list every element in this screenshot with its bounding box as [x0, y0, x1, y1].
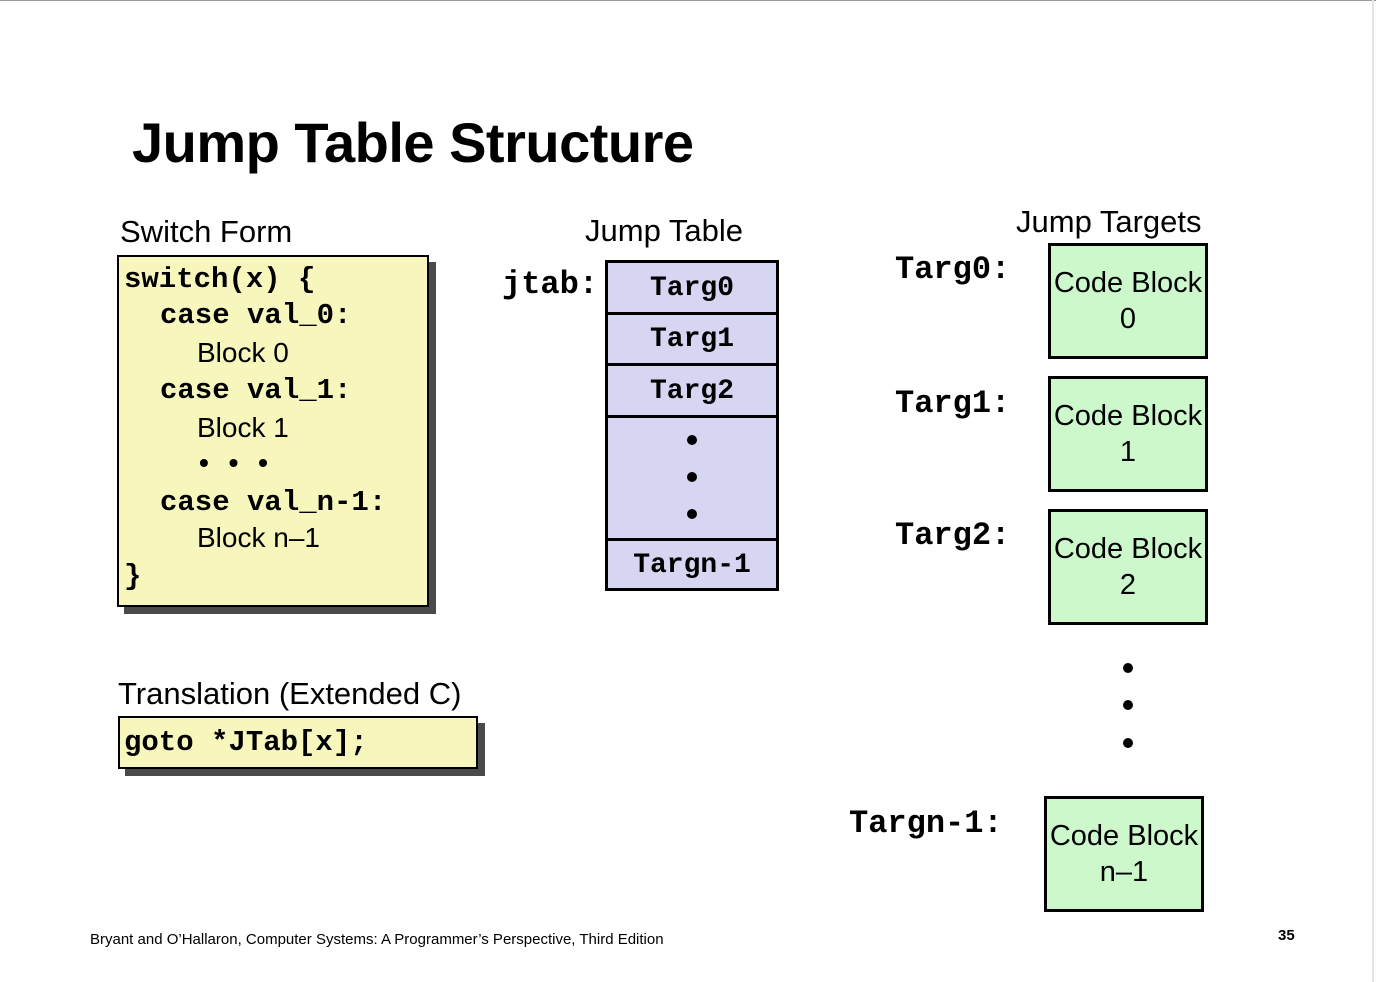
ellipsis-dot — [1123, 700, 1133, 710]
jump-table: Targ0 Targ1 Targ2 Targn-1 — [605, 260, 779, 591]
target-label: Targ2: — [895, 517, 1011, 554]
jump-table-entry: Targ0 — [649, 273, 734, 304]
ellipsis-dot — [687, 435, 697, 445]
code-block-line1: Code Block — [1053, 267, 1203, 299]
switch-line: case val_1: — [160, 374, 352, 407]
code-block: Code Block 0 — [1048, 243, 1208, 359]
code-block-line1: Code Block — [1049, 820, 1199, 852]
target-label: Targ0: — [895, 251, 1011, 288]
code-block-line1: Code Block — [1053, 400, 1203, 432]
jump-table-entry: Targ1 — [649, 324, 734, 355]
jump-targets-heading: Jump Targets — [1016, 204, 1202, 239]
translation-box: goto *JTab[x]; — [118, 716, 478, 769]
code-block: Code Block 1 — [1048, 376, 1208, 492]
switch-line: • • • — [199, 447, 274, 478]
ellipsis-dot — [687, 472, 697, 482]
jtab-label: jtab: — [502, 266, 599, 303]
code-block: Code Block 2 — [1048, 509, 1208, 625]
switch-form-box: switch(x) { case val_0: Block 0 case val… — [117, 255, 429, 607]
ellipsis-dot — [687, 509, 697, 519]
jump-table-divider — [608, 312, 776, 315]
switch-line: switch(x) { — [124, 263, 316, 296]
switch-form-heading: Switch Form — [120, 214, 293, 249]
translation-code: goto *JTab[x]; — [124, 726, 368, 759]
jump-table-divider — [608, 415, 776, 418]
code-block-line2: 1 — [1119, 436, 1137, 468]
code-block-line2: 0 — [1119, 303, 1137, 335]
code-block: Code Block n–1 — [1044, 796, 1204, 912]
top-rule — [0, 0, 1376, 1]
ellipsis-dot — [1123, 738, 1133, 748]
slide-title: Jump Table Structure — [132, 111, 694, 174]
switch-line: case val_n-1: — [160, 486, 387, 519]
switch-line: Block n–1 — [197, 522, 320, 553]
footer-citation: Bryant and O’Hallaron, Computer Systems:… — [90, 931, 664, 948]
code-block-line2: 2 — [1119, 569, 1137, 601]
translation-heading: Translation (Extended C) — [118, 676, 462, 711]
switch-line: Block 0 — [197, 337, 289, 368]
jump-table-entry: Targ2 — [649, 376, 734, 407]
target-label: Targn-1: — [849, 805, 1003, 842]
switch-line: case val_0: — [160, 299, 352, 332]
jump-table-heading: Jump Table — [585, 213, 743, 248]
jump-table-entry: Targn-1 — [633, 550, 751, 581]
jump-table-divider — [608, 538, 776, 541]
target-label: Targ1: — [895, 385, 1011, 422]
ellipsis-dot — [1123, 663, 1133, 673]
right-rule — [1372, 0, 1374, 982]
code-block-line2: n–1 — [1099, 856, 1149, 888]
page-number: 35 — [1278, 927, 1295, 944]
code-block-line1: Code Block — [1053, 533, 1203, 565]
switch-line: } — [124, 560, 142, 593]
jump-table-divider — [608, 363, 776, 366]
switch-line: Block 1 — [197, 412, 289, 443]
